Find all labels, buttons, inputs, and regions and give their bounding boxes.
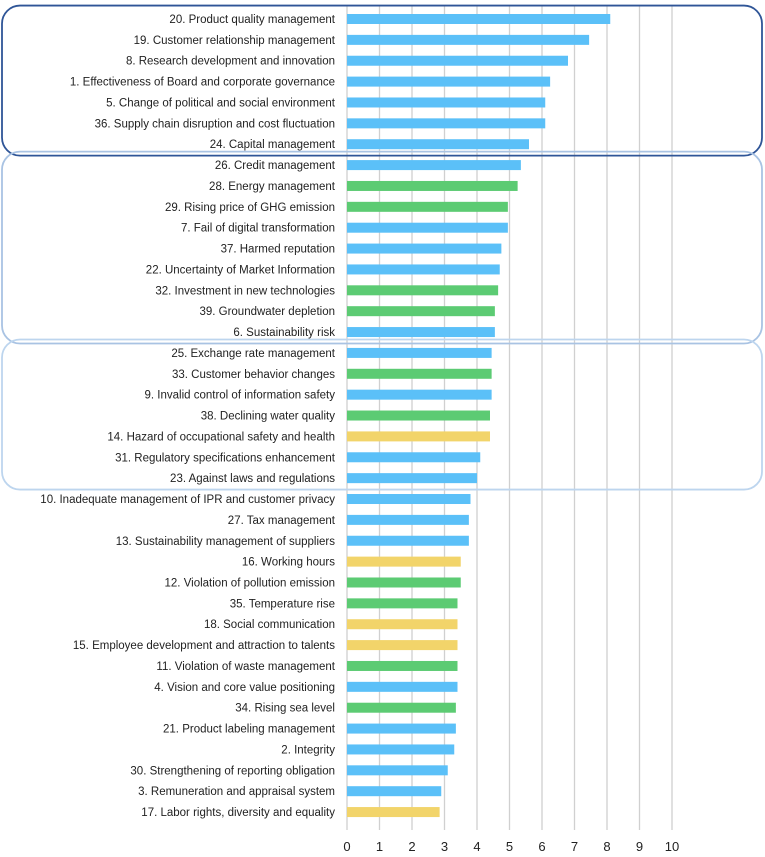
bar xyxy=(347,744,455,755)
category-label: 19. Customer relationship management xyxy=(134,35,336,47)
category-label: 18. Social communication xyxy=(204,619,335,631)
bar xyxy=(347,180,518,191)
x-tick-label: 9 xyxy=(636,839,643,854)
category-label: 33. Customer behavior changes xyxy=(172,369,335,381)
bar xyxy=(347,243,502,254)
x-tick-label: 0 xyxy=(343,839,350,854)
category-label: 10. Inadequate management of IPR and cus… xyxy=(40,494,335,506)
bar xyxy=(347,222,508,233)
category-label: 6. Sustainability risk xyxy=(233,327,335,339)
category-label: 31. Regulatory specifications enhancemen… xyxy=(115,452,336,464)
bar xyxy=(347,514,469,525)
category-label: 32. Investment in new technologies xyxy=(155,285,335,297)
category-labels: 20. Product quality management 19. Custom… xyxy=(40,14,336,819)
category-label: 22. Uncertainty of Market Information xyxy=(146,264,335,276)
group-frames xyxy=(1,4,763,491)
bar xyxy=(347,264,500,275)
bar xyxy=(347,118,546,129)
bar xyxy=(347,660,458,671)
x-tick-label: 8 xyxy=(603,839,610,854)
x-tick-label: 4 xyxy=(473,839,480,854)
bar xyxy=(347,807,440,818)
x-tick-label: 10 xyxy=(665,839,679,854)
category-label: 3. Remuneration and appraisal system xyxy=(138,786,335,798)
bar xyxy=(347,34,590,45)
x-tick-label: 1 xyxy=(376,839,383,854)
bar xyxy=(347,598,458,609)
category-label: 39. Groundwater depletion xyxy=(199,306,335,318)
category-label: 35. Temperature rise xyxy=(230,598,335,610)
category-label: 17. Labor rights, diversity and equality xyxy=(141,807,335,819)
bar xyxy=(347,327,495,338)
category-label: 13. Sustainability management of supplie… xyxy=(116,536,336,548)
bar xyxy=(347,410,490,421)
bar xyxy=(347,201,508,212)
category-label: 28. Energy management xyxy=(209,181,336,193)
bar xyxy=(347,139,529,150)
bar xyxy=(347,556,461,567)
category-label: 30. Strengthening of reporting obligatio… xyxy=(130,765,335,777)
category-label: 9. Invalid control of information safety xyxy=(145,390,336,402)
x-tick-label: 6 xyxy=(538,839,545,854)
bar xyxy=(347,702,456,713)
bar xyxy=(347,97,546,108)
category-label: 1. Effectiveness of Board and corporate … xyxy=(70,77,335,89)
category-label: 8. Research development and innovation xyxy=(126,56,335,68)
bar xyxy=(347,389,492,400)
bar xyxy=(347,619,458,630)
category-label: 11. Violation of waste management xyxy=(156,661,335,673)
category-label: 16. Working hours xyxy=(242,557,335,569)
group-frame xyxy=(1,338,763,491)
bar xyxy=(347,494,471,505)
bar xyxy=(347,577,461,588)
bar xyxy=(347,306,495,317)
bar xyxy=(347,160,521,171)
bar xyxy=(347,76,551,87)
bar xyxy=(347,431,490,442)
category-label: 25. Exchange rate management xyxy=(171,348,335,360)
category-label: 37. Harmed reputation xyxy=(221,244,335,256)
category-label: 14. Hazard of occupational safety and he… xyxy=(107,431,335,443)
category-label: 34. Rising sea level xyxy=(235,703,335,715)
x-axis-tick-labels: 0 1 2 3 4 5 6 7 8 9 10 xyxy=(343,839,679,854)
category-label: 27. Tax management xyxy=(228,515,336,527)
bar xyxy=(347,14,611,24)
bars xyxy=(347,14,611,818)
category-label: 24. Capital management xyxy=(210,139,336,151)
category-label: 7. Fail of digital transformation xyxy=(181,223,335,235)
category-label: 15. Employee development and attraction … xyxy=(73,640,335,652)
category-label: 23. Against laws and regulations xyxy=(170,473,335,485)
bar xyxy=(347,681,458,692)
bar xyxy=(347,368,492,379)
category-label: 21. Product labeling management xyxy=(163,724,336,736)
category-label: 2. Integrity xyxy=(281,744,335,756)
category-label: 12. Violation of pollution emission xyxy=(165,577,335,589)
x-tick-label: 7 xyxy=(571,839,578,854)
bar xyxy=(347,473,477,484)
category-label: 38. Declining water quality xyxy=(201,411,335,423)
bar xyxy=(347,55,568,66)
bar xyxy=(347,535,469,546)
bar xyxy=(347,452,481,463)
bar xyxy=(347,765,448,776)
category-label: 20. Product quality management xyxy=(169,14,335,26)
x-tick-label: 3 xyxy=(441,839,448,854)
group-frame xyxy=(1,4,763,157)
category-label: 26. Credit management xyxy=(215,160,336,172)
x-tick-label: 5 xyxy=(506,839,513,854)
category-label: 36. Supply chain disruption and cost flu… xyxy=(95,118,335,130)
bar xyxy=(347,285,499,296)
group-frame xyxy=(1,150,763,345)
bar xyxy=(347,347,492,358)
x-tick-label: 2 xyxy=(408,839,415,854)
bar xyxy=(347,723,456,734)
category-label: 5. Change of political and social enviro… xyxy=(106,97,336,109)
category-label: 29. Rising price of GHG emission xyxy=(165,202,335,214)
bar xyxy=(347,640,458,651)
bar xyxy=(347,786,442,797)
category-label: 4. Vision and core value positioning xyxy=(154,682,335,694)
